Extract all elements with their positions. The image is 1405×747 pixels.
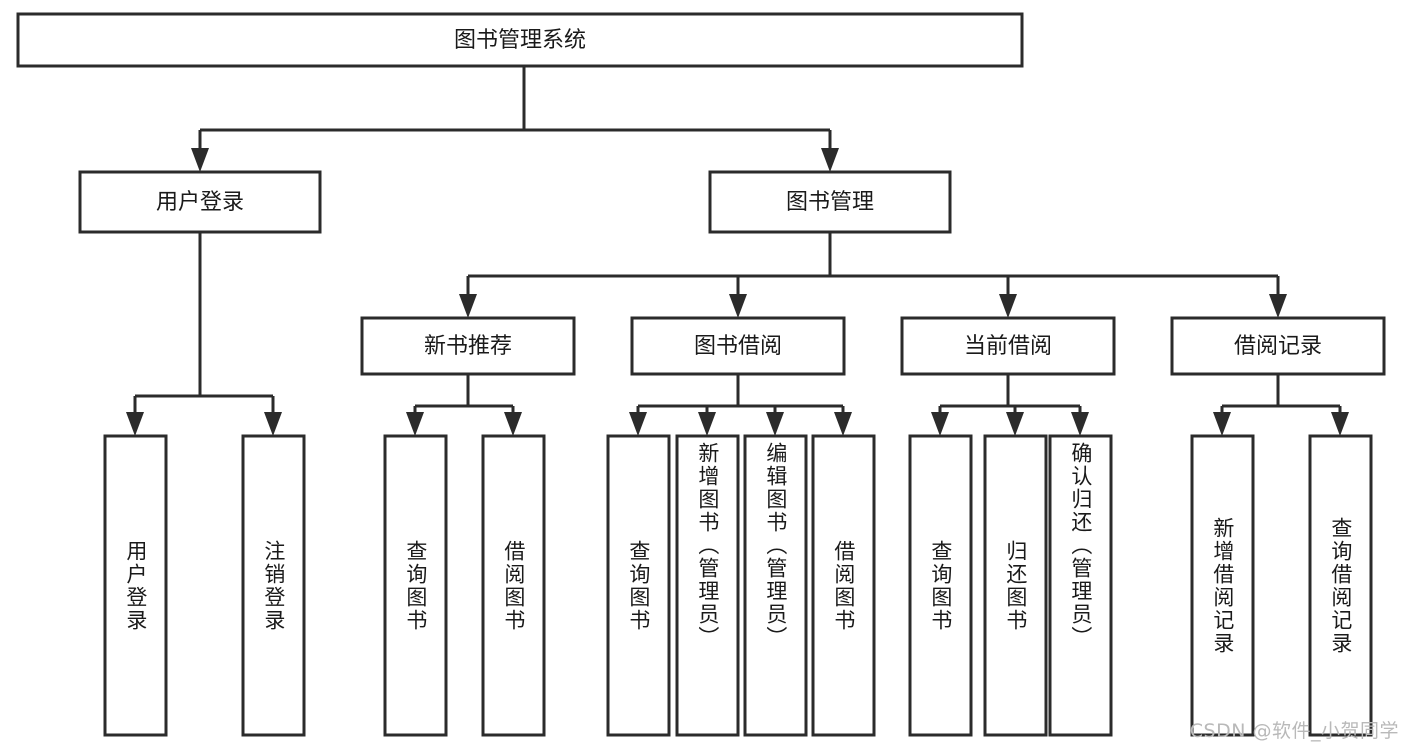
arrow-head-icon xyxy=(191,148,209,172)
leaf-node-5-新增图书管理员[interactable] xyxy=(675,434,740,737)
arrow-head-icon xyxy=(629,412,647,436)
arrow-head-icon xyxy=(834,412,852,436)
leaf-node-6-编辑图书管理员[interactable] xyxy=(743,434,808,737)
arrow-head-icon xyxy=(126,412,144,436)
arrow-head-icon xyxy=(504,412,522,436)
leaf-node-11-新增借阅记录-box[interactable] xyxy=(1190,434,1255,737)
level3-node-图书借阅-box[interactable] xyxy=(630,316,846,376)
level3-node-新书推荐-label: 新书推荐 xyxy=(424,334,512,359)
leaf-node-3-借阅图书-box[interactable] xyxy=(481,434,546,737)
arrow-head-icon xyxy=(821,148,839,172)
leaf-node-11-新增借阅记录[interactable] xyxy=(1190,434,1255,737)
leaf-node-4-查询图书-box[interactable] xyxy=(606,434,671,737)
arrow-head-icon xyxy=(729,294,747,318)
level2-node-用户登录-label: 用户登录 xyxy=(156,190,244,215)
level3-node-借阅记录[interactable]: 借阅记录 xyxy=(1170,316,1386,376)
connector-login-to-leaves xyxy=(126,232,282,436)
leaf-node-4-查询图书[interactable] xyxy=(606,434,671,737)
leaf-node-7-借阅图书-box[interactable] xyxy=(811,434,876,737)
level3-node-借阅记录-label: 借阅记录 xyxy=(1234,334,1322,359)
arrow-head-icon xyxy=(264,412,282,436)
leaf-node-0-用户登录[interactable] xyxy=(103,434,168,737)
leaf-node-6-编辑图书管理员-box[interactable] xyxy=(743,434,808,737)
level2-node-用户登录[interactable]: 用户登录 xyxy=(78,170,322,234)
arrow-head-icon xyxy=(698,412,716,436)
leaf-node-12-查询借阅记录[interactable] xyxy=(1308,434,1373,737)
leaf-node-12-查询借阅记录-box[interactable] xyxy=(1308,434,1373,737)
leaf-node-0-用户登录-box[interactable] xyxy=(103,434,168,737)
leaf-node-3-借阅图书[interactable] xyxy=(481,434,546,737)
leaf-node-10-确认归还管理员-box[interactable] xyxy=(1048,434,1113,737)
leaf-node-8-查询图书-box[interactable] xyxy=(908,434,973,737)
arrow-head-icon xyxy=(999,294,1017,318)
leaf-node-2-查询图书-box[interactable] xyxy=(383,434,448,737)
connector-record-to-leaves xyxy=(1213,374,1349,436)
level3-node-当前借阅-label: 当前借阅 xyxy=(964,334,1052,359)
level3-node-新书推荐[interactable]: 新书推荐 xyxy=(360,316,576,376)
connector-borrow-to-leaves xyxy=(629,374,852,436)
root-node-图书管理系统-box[interactable] xyxy=(16,12,1024,68)
connector-root-to-level2 xyxy=(191,66,839,172)
arrow-head-icon xyxy=(459,294,477,318)
arrow-head-icon xyxy=(406,412,424,436)
connector-current-to-leaves xyxy=(931,374,1089,436)
watermark-text: CSDN @软件_小贺同学 xyxy=(1189,720,1399,742)
level3-node-借阅记录-box[interactable] xyxy=(1170,316,1386,376)
leaf-node-5-新增图书管理员-box[interactable] xyxy=(675,434,740,737)
arrow-head-icon xyxy=(1269,294,1287,318)
root-node-图书管理系统[interactable]: 图书管理系统 xyxy=(16,12,1024,68)
leaf-node-10-确认归还管理员[interactable] xyxy=(1048,434,1113,737)
arrow-head-icon xyxy=(766,412,784,436)
level2-node-用户登录-box[interactable] xyxy=(78,170,322,234)
level3-node-图书借阅[interactable]: 图书借阅 xyxy=(630,316,846,376)
level3-node-图书借阅-label: 图书借阅 xyxy=(694,334,782,359)
leaf-node-9-归还图书[interactable] xyxy=(983,434,1048,737)
root-node-图书管理系统-label: 图书管理系统 xyxy=(454,28,586,53)
leaf-node-7-借阅图书[interactable] xyxy=(811,434,876,737)
leaf-node-1-注销登录-box[interactable] xyxy=(241,434,306,737)
arrow-head-icon xyxy=(931,412,949,436)
arrow-head-icon xyxy=(1071,412,1089,436)
arrow-head-icon xyxy=(1213,412,1231,436)
level2-node-图书管理-box[interactable] xyxy=(708,170,952,234)
level3-node-当前借阅[interactable]: 当前借阅 xyxy=(900,316,1116,376)
level3-node-新书推荐-box[interactable] xyxy=(360,316,576,376)
leaf-node-2-查询图书[interactable] xyxy=(383,434,448,737)
leaf-node-8-查询图书[interactable] xyxy=(908,434,973,737)
level3-node-当前借阅-box[interactable] xyxy=(900,316,1116,376)
level2-node-图书管理[interactable]: 图书管理 xyxy=(708,170,952,234)
connector-books-to-level3 xyxy=(459,232,1287,318)
arrow-head-icon xyxy=(1331,412,1349,436)
connector-lines-layer xyxy=(126,66,1349,436)
connector-newbook-to-leaves xyxy=(406,374,522,436)
leaf-node-1-注销登录[interactable] xyxy=(241,434,306,737)
arrow-head-icon xyxy=(1006,412,1024,436)
level2-node-图书管理-label: 图书管理 xyxy=(786,190,874,215)
leaf-node-9-归还图书-box[interactable] xyxy=(983,434,1048,737)
